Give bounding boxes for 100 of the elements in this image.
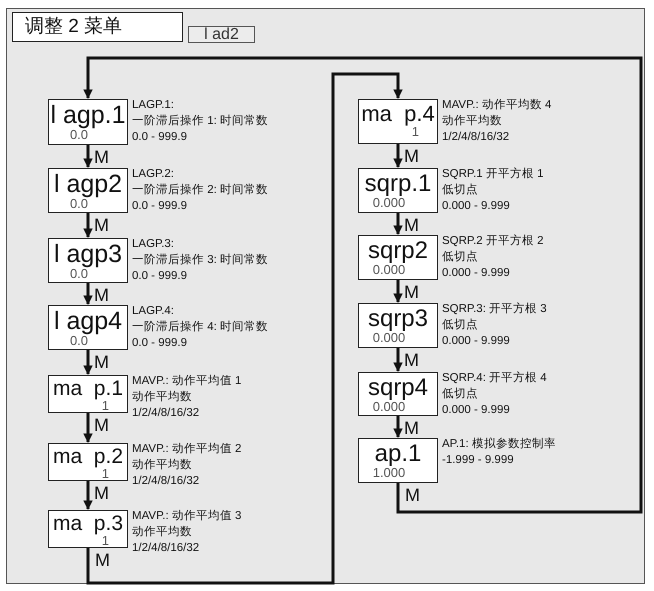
parameter-description: 1/2/4/8/16/32 (132, 408, 200, 420)
parameter-description: 动作平均数 (132, 392, 192, 404)
default-value: 0.0 (70, 267, 88, 280)
edge-label: M (404, 147, 419, 165)
menu-code: l ad2 (188, 26, 255, 43)
display-box (358, 168, 438, 213)
parameter-code: sqrp2 (368, 239, 428, 263)
parameter-description: 0.000 - 9.999 (442, 405, 510, 416)
parameter-description: MAVP.: 动作平均值 1 (132, 376, 242, 388)
edge-label: M (94, 148, 109, 166)
parameter-description: MAVP.: 动作平均数 4 (442, 100, 552, 112)
parameter-code: sqrp4 (368, 376, 428, 400)
parameter-description: 一阶滞后操作 4: 时间常数 (132, 322, 268, 334)
arrow (83, 481, 93, 510)
arrow (393, 416, 403, 438)
parameter-code: l agp.1 (50, 103, 126, 128)
display-box (48, 168, 128, 213)
edge-label: M (94, 416, 109, 434)
display-box (358, 235, 438, 280)
parameter-description: LAGP.2: (132, 169, 174, 180)
parameter-code: l agp4 (54, 309, 122, 334)
parameter-description: AP.1: 模拟参数控制率 (442, 439, 556, 450)
edge-label: M (95, 551, 110, 569)
title: 调整 2 菜单 (12, 12, 183, 42)
arrow (83, 145, 93, 168)
arrow (83, 213, 93, 238)
default-value: 0.0 (70, 197, 88, 210)
display-box (358, 303, 438, 348)
default-value: 1.000 (372, 466, 406, 479)
edge-label: M (404, 419, 419, 437)
arrow (86, 72, 403, 584)
parameter-description: 0.0 - 999.9 (132, 338, 187, 350)
parameter-description: 低切点 (442, 185, 478, 196)
default-value: 1 (102, 399, 109, 412)
parameter-description: -1.999 - 9.999 (442, 455, 514, 466)
parameter-description: 低切点 (442, 389, 478, 400)
parameter-code: sqrp3 (368, 307, 428, 331)
parameter-description: 动作平均数 (132, 460, 192, 472)
parameter-code: ap.1 (374, 442, 422, 466)
parameter-code: ma p.1 (52, 378, 124, 399)
parameter-description: LAGP.3: (132, 239, 174, 250)
parameter-description: 0.0 - 999.9 (132, 132, 187, 144)
default-value: 0.0 (70, 128, 88, 141)
parameter-description: 0.000 - 9.999 (442, 201, 510, 212)
parameter-description: 0.000 - 9.999 (442, 336, 510, 348)
parameter-description: MAVP.: 动作平均值 3 (132, 511, 242, 522)
display-box (358, 99, 438, 144)
parameter-description: 一阶滞后操作 3: 时间常数 (132, 255, 268, 266)
default-value: 0.0 (70, 334, 88, 347)
display-box (48, 99, 128, 145)
default-value: 0.000 (372, 400, 406, 413)
default-value: 0.000 (372, 331, 406, 344)
edge-label: M (94, 484, 109, 502)
parameter-description: 动作平均数 (132, 527, 192, 538)
default-value: 0.000 (372, 196, 406, 209)
edge-label: M (405, 486, 420, 504)
display-box (358, 372, 438, 416)
arrow (393, 144, 403, 168)
arrow (83, 350, 93, 375)
parameter-description: SQRP.2 开平方根 2 (442, 236, 544, 248)
display-box (48, 305, 128, 350)
edge-label: M (404, 283, 419, 301)
arrow (393, 280, 403, 303)
edge-label: M (94, 353, 109, 371)
parameter-description: 1/2/4/8/16/32 (132, 543, 200, 554)
default-value: 1 (412, 125, 419, 138)
arrow (83, 283, 93, 305)
parameter-description: SQRP.1 开平方根 1 (442, 169, 544, 180)
parameter-description: SQRP.4: 开平方根 4 (442, 373, 547, 384)
display-box (48, 238, 128, 283)
parameter-description: 1/2/4/8/16/32 (132, 476, 200, 488)
display-box (48, 375, 128, 413)
default-value: 1 (102, 534, 109, 547)
edge-label: M (94, 216, 109, 234)
parameter-description: 动作平均数 (442, 116, 502, 128)
parameter-code: l agp2 (54, 172, 122, 197)
parameter-code: ma p.3 (52, 513, 124, 534)
parameter-code: ma p.2 (52, 446, 124, 467)
display-box (48, 443, 128, 481)
display-box (358, 438, 438, 483)
edge-label: M (94, 286, 109, 304)
parameter-code: l agp3 (54, 242, 122, 267)
parameter-description: 1/2/4/8/16/32 (442, 132, 510, 144)
parameter-code: ma p.4 (361, 103, 435, 125)
parameter-description: 低切点 (442, 252, 478, 264)
parameter-description: LAGP.4: (132, 306, 174, 318)
arrow (83, 413, 93, 443)
default-value: 0.000 (372, 263, 406, 276)
display-box (48, 510, 128, 548)
default-value: 1 (102, 467, 109, 480)
edge-label: M (404, 351, 419, 369)
parameter-description: SQRP.3: 开平方根 3 (442, 304, 547, 316)
parameter-description: LAGP.1: (132, 100, 174, 112)
arrow (393, 348, 403, 372)
parameter-description: 一阶滞后操作 1: 时间常数 (132, 116, 268, 128)
parameter-description: 低切点 (442, 320, 478, 332)
arrow (83, 56, 642, 514)
arrow (393, 213, 403, 235)
parameter-description: 0.000 - 9.999 (442, 268, 510, 280)
parameter-description: 一阶滞后操作 2: 时间常数 (132, 185, 268, 196)
